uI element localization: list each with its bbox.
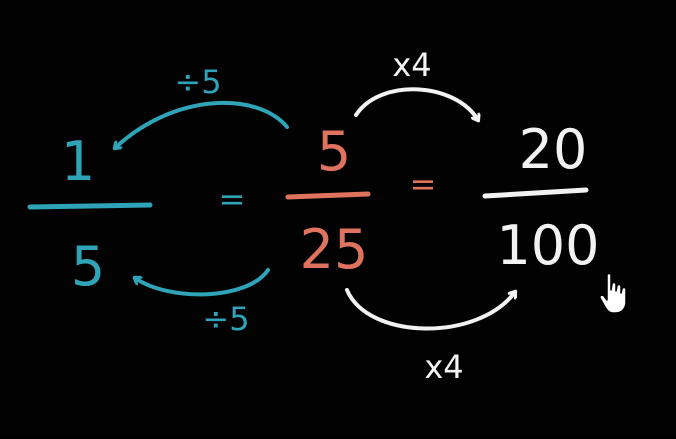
- right-fraction-bar: [482, 187, 589, 199]
- left-denominator: 5: [71, 235, 105, 298]
- label-multiply-bottom: x4: [424, 348, 463, 386]
- arrow-top-right: [354, 87, 478, 120]
- middle-denominator: 25: [300, 218, 369, 281]
- arrow-bottom-left: [135, 268, 270, 297]
- label-divide-bottom: ÷5: [202, 300, 249, 338]
- right-numerator: 20: [519, 118, 588, 181]
- right-denominator: 100: [496, 214, 599, 277]
- label-divide-top: ÷5: [174, 63, 221, 101]
- label-multiply-top: x4: [392, 46, 431, 84]
- middle-fraction-bar: [285, 191, 371, 200]
- arrow-top-left: [115, 101, 289, 148]
- hand-pointer-icon: [598, 272, 632, 316]
- equals-sign-right: =: [410, 165, 437, 203]
- middle-numerator: 5: [317, 120, 351, 183]
- left-fraction-bar: [27, 202, 153, 210]
- equals-sign-left: =: [219, 180, 246, 218]
- arrow-bottom-right: [345, 288, 515, 331]
- left-numerator: 1: [61, 130, 95, 193]
